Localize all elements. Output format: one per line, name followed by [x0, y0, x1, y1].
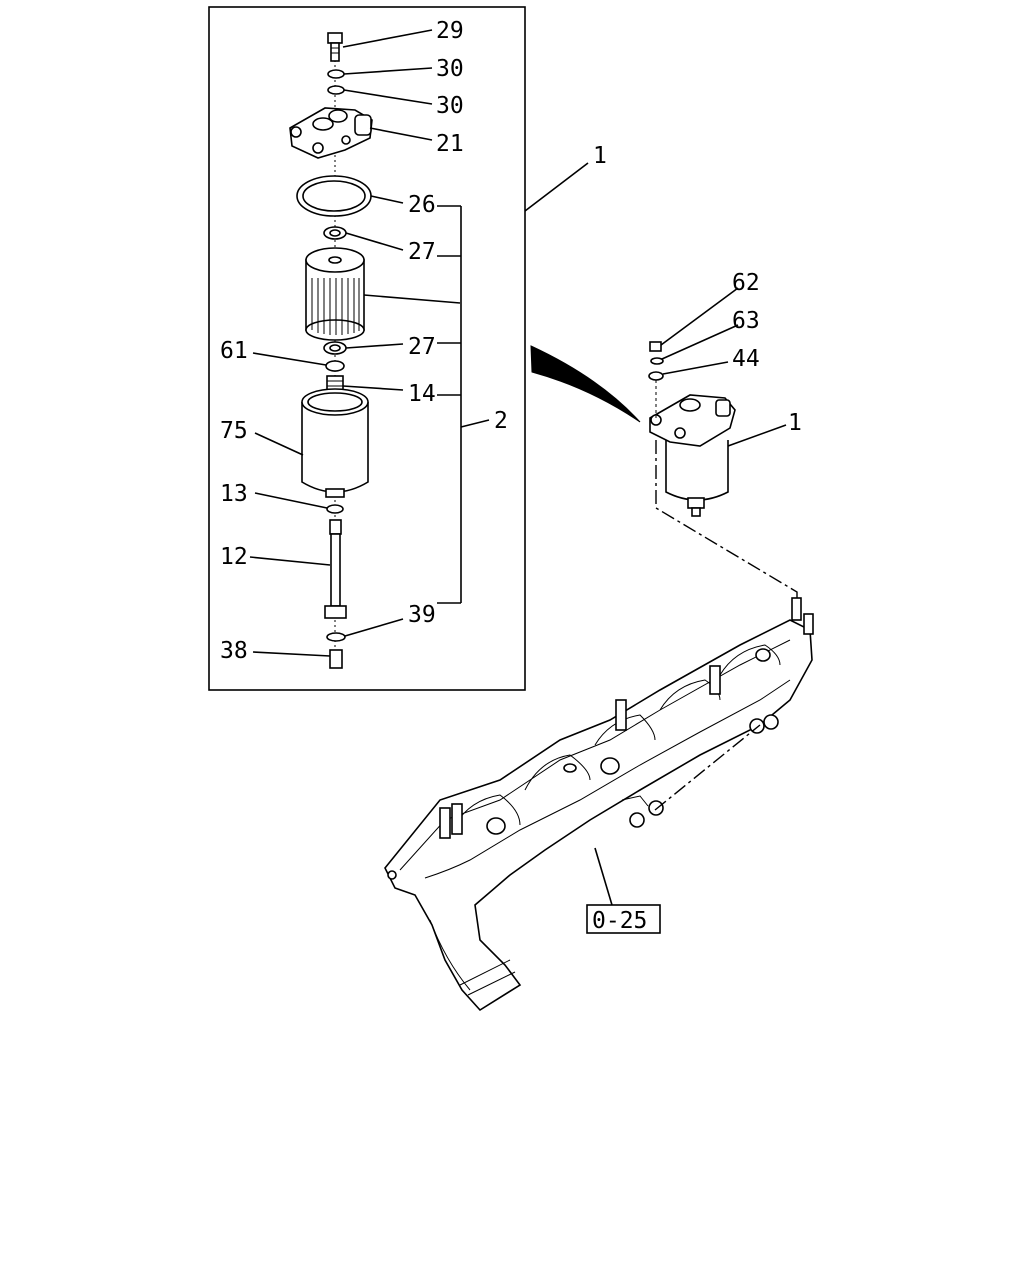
intake-manifold [384, 597, 814, 1012]
bracket-2 [437, 205, 490, 604]
callout-62: 62 [732, 270, 760, 296]
callout-30-lower: 30 [436, 93, 464, 119]
filter-element [305, 247, 365, 341]
leader-1-frame [524, 162, 589, 212]
callout-75: 75 [220, 418, 248, 444]
filter-bowl-75 [301, 388, 369, 498]
manifold-centerline [654, 724, 761, 811]
callout-12: 12 [220, 544, 248, 570]
callout-13: 13 [220, 481, 248, 507]
callout-30-upper: 30 [436, 56, 464, 82]
callout-21: 21 [436, 131, 464, 157]
callout-63: 63 [732, 308, 760, 334]
reference-box-label: 0-25 [592, 908, 647, 934]
callout-38: 38 [220, 638, 248, 664]
washer-44 [648, 371, 664, 381]
filter-head-21 [289, 107, 373, 159]
callout-1-frame: 1 [593, 143, 607, 169]
drain-plug-38 [329, 649, 343, 669]
callout-26: 26 [408, 192, 436, 218]
callout-27-lower: 27 [408, 334, 436, 360]
callout-44: 44 [732, 346, 760, 372]
center-bolt-12 [324, 519, 347, 619]
callout-61: 61 [220, 338, 248, 364]
reference-box [586, 904, 661, 934]
callout-14: 14 [408, 381, 436, 407]
leader-reference [594, 847, 613, 906]
washer-61 [325, 360, 345, 372]
callout-29: 29 [436, 18, 464, 44]
callout-2: 2 [494, 408, 508, 434]
nut-62 [649, 341, 662, 352]
callout-39: 39 [408, 602, 436, 628]
o-ring-13 [326, 504, 344, 514]
washer-30-upper [327, 69, 345, 79]
leader-lines-exploded [249, 29, 461, 657]
washer-63 [650, 357, 664, 365]
leader-lines-assembly [660, 287, 787, 447]
callout-27-upper: 27 [408, 239, 436, 265]
washer-39 [326, 632, 346, 642]
callout-1-assembly: 1 [788, 410, 802, 436]
pointer-arrow [530, 345, 641, 423]
bolt-29 [327, 32, 343, 62]
washer-30-lower [327, 85, 345, 95]
exploded-view-frame [208, 6, 526, 691]
fuel-filter-assembly [649, 394, 736, 517]
